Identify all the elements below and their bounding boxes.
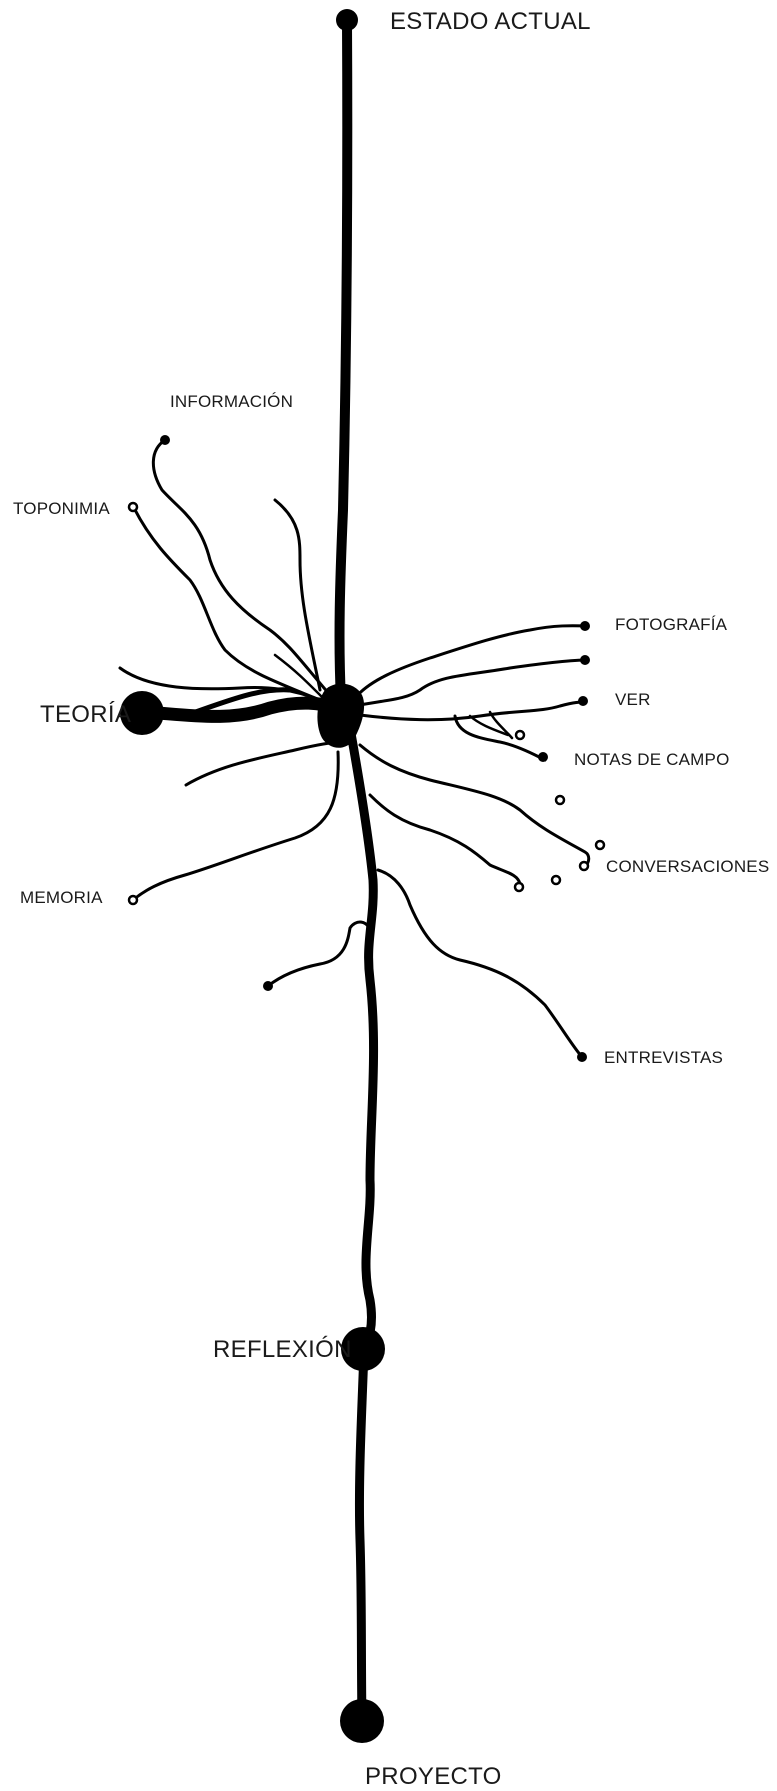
node-proyecto <box>340 1699 384 1743</box>
terminal-informacion <box>160 435 170 445</box>
terminal-ver <box>578 696 588 706</box>
terminal-notas <box>538 752 548 762</box>
branch-conversaciones-2 <box>370 795 520 884</box>
branch-notas-stub-2 <box>490 712 512 738</box>
terminal-notas-open <box>516 731 524 739</box>
label-entrevistas: ENTREVISTAS <box>604 1048 723 1068</box>
branch-notas <box>455 716 545 760</box>
terminal-fotografia <box>580 621 590 631</box>
terminal-open-3 <box>552 876 560 884</box>
label-notas-de-campo: NOTAS DE CAMPO <box>574 750 730 770</box>
terminal-toponimia <box>129 503 137 511</box>
branch-entrevistas <box>378 870 583 1058</box>
branch-teoria <box>145 703 340 716</box>
main-axon-upper <box>340 22 348 700</box>
branch-notas-stub <box>470 716 508 735</box>
label-fotografia: FOTOGRAFÍA <box>615 615 727 635</box>
label-conversaciones: CONVERSACIONES <box>606 857 769 877</box>
branch-memoria <box>133 752 338 900</box>
branch-conversaciones <box>360 745 589 866</box>
label-ver: VER <box>615 690 651 710</box>
terminal-fotografia-2 <box>580 655 590 665</box>
label-estado-actual: ESTADO ACTUAL <box>390 8 591 36</box>
terminal-entrevistas <box>577 1052 587 1062</box>
branch-toponimia <box>133 506 320 700</box>
terminal-memoria <box>129 896 137 904</box>
branch-fotografia-2 <box>360 660 588 705</box>
terminal-conversaciones <box>580 862 588 870</box>
label-informacion: INFORMACIÓN <box>170 392 293 412</box>
terminal-hook <box>263 981 273 991</box>
label-proyecto: PROYECTO <box>365 1763 502 1791</box>
branch-memoria-top <box>186 742 342 785</box>
terminal-open-1 <box>556 796 564 804</box>
label-teoria: TEORÍA <box>40 701 131 729</box>
label-memoria: MEMORIA <box>20 888 103 908</box>
branch-informacion <box>153 440 330 695</box>
terminal-open-4 <box>515 883 523 891</box>
label-reflexion: REFLEXIÓN <box>213 1336 352 1364</box>
branch-hook <box>268 922 372 986</box>
cell-body <box>317 684 364 748</box>
label-toponimia: TOPONIMIA <box>13 499 110 519</box>
node-estado-actual <box>336 9 358 31</box>
main-axon-lower <box>345 700 374 1722</box>
terminal-open-2 <box>596 841 604 849</box>
